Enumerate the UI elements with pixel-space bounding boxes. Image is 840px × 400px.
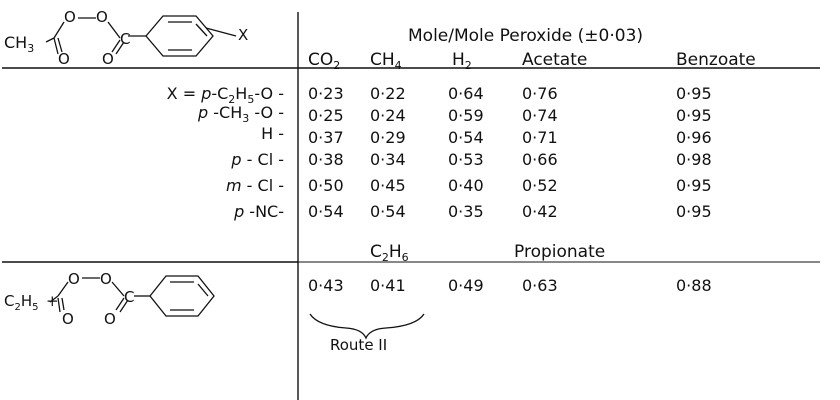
table-cell: 0·35 <box>448 202 484 221</box>
top-o-carbonyl1: O <box>58 50 70 68</box>
top-o1: O <box>64 8 76 26</box>
table-cell: 0·59 <box>448 106 484 125</box>
table-cell: 0·76 <box>522 84 558 103</box>
table-cell: 0·23 <box>308 84 344 103</box>
route-brace <box>309 313 425 340</box>
col-header-propionate: Propionate <box>514 242 606 262</box>
bottom-o2: O <box>100 270 112 288</box>
top-c: C <box>120 30 130 48</box>
table-cell: 0·95 <box>676 202 712 221</box>
bottom-o-carbonyl1: O <box>62 310 74 328</box>
table-cell: 0·50 <box>308 176 344 195</box>
table-cell: 0·34 <box>370 150 406 169</box>
row-label-2: p -CH3 -O - <box>198 103 284 125</box>
bottom-c: C <box>124 288 134 306</box>
row-label-1: X = p-C2H5-O - <box>166 84 284 106</box>
table-cell: 0·54 <box>308 202 344 221</box>
row-label-3: H - <box>261 124 284 143</box>
col-header-co2: CO2 <box>308 50 341 72</box>
table-cell: 0·98 <box>676 150 712 169</box>
table-cell: 0·45 <box>370 176 406 195</box>
table-cell: 0·96 <box>676 128 712 147</box>
top-ch3: CH3 <box>4 33 34 55</box>
table-cell: 0·66 <box>522 150 558 169</box>
structure-bottom <box>49 275 215 317</box>
top-x: X <box>238 26 248 44</box>
group-header: Mole/Mole Peroxide (±0·03) <box>408 26 644 46</box>
table-cell: 0·52 <box>522 176 558 195</box>
table-cell: 0·42 <box>522 202 558 221</box>
col-header-benzoate: Benzoate <box>676 50 756 70</box>
col-header-acetate: Acetate <box>522 50 588 70</box>
bottom-o1: O <box>68 270 80 288</box>
table-cell: 0·95 <box>676 84 712 103</box>
table-cell: 0·95 <box>676 106 712 125</box>
col-header-h2: H2 <box>452 50 472 72</box>
table-cell: 0·74 <box>522 106 558 125</box>
row-label-6: p -NC- <box>234 202 284 221</box>
structure-top <box>45 15 237 57</box>
table-cell: 0·40 <box>448 176 484 195</box>
propionyl-co2: 0·43 <box>308 276 344 295</box>
propionyl-propionate: 0·63 <box>522 276 558 295</box>
col-header-c2h6: C2H6 <box>370 242 409 264</box>
table-cell: 0·53 <box>448 150 484 169</box>
table-cell: 0·71 <box>522 128 558 147</box>
col-header-ch4: CH4 <box>370 50 402 72</box>
table-cell: 0·54 <box>370 202 406 221</box>
table-cell: 0·37 <box>308 128 344 147</box>
propionyl-benzoate: 0·88 <box>676 276 712 295</box>
table-cell: 0·64 <box>448 84 484 103</box>
row-label-4: p - Cl - <box>231 150 284 169</box>
propionyl-c2h6: 0·41 <box>370 276 406 295</box>
top-o-carbonyl2: O <box>102 50 114 68</box>
table-cell: 0·95 <box>676 176 712 195</box>
propionyl-h2: 0·49 <box>448 276 484 295</box>
route-label: Route II <box>330 336 388 354</box>
bottom-o-carbonyl2: O <box>104 310 116 328</box>
table-cell: 0·24 <box>370 106 406 125</box>
row-label-5: m - Cl - <box>225 176 284 195</box>
bottom-plus: + <box>46 292 59 310</box>
table-cell: 0·54 <box>448 128 484 147</box>
table-cell: 0·25 <box>308 106 344 125</box>
table-cell: 0·29 <box>370 128 406 147</box>
bottom-c2h5: C2H5 <box>4 292 39 313</box>
top-o2: O <box>96 8 108 26</box>
table-cell: 0·22 <box>370 84 406 103</box>
table-cell: 0·38 <box>308 150 344 169</box>
